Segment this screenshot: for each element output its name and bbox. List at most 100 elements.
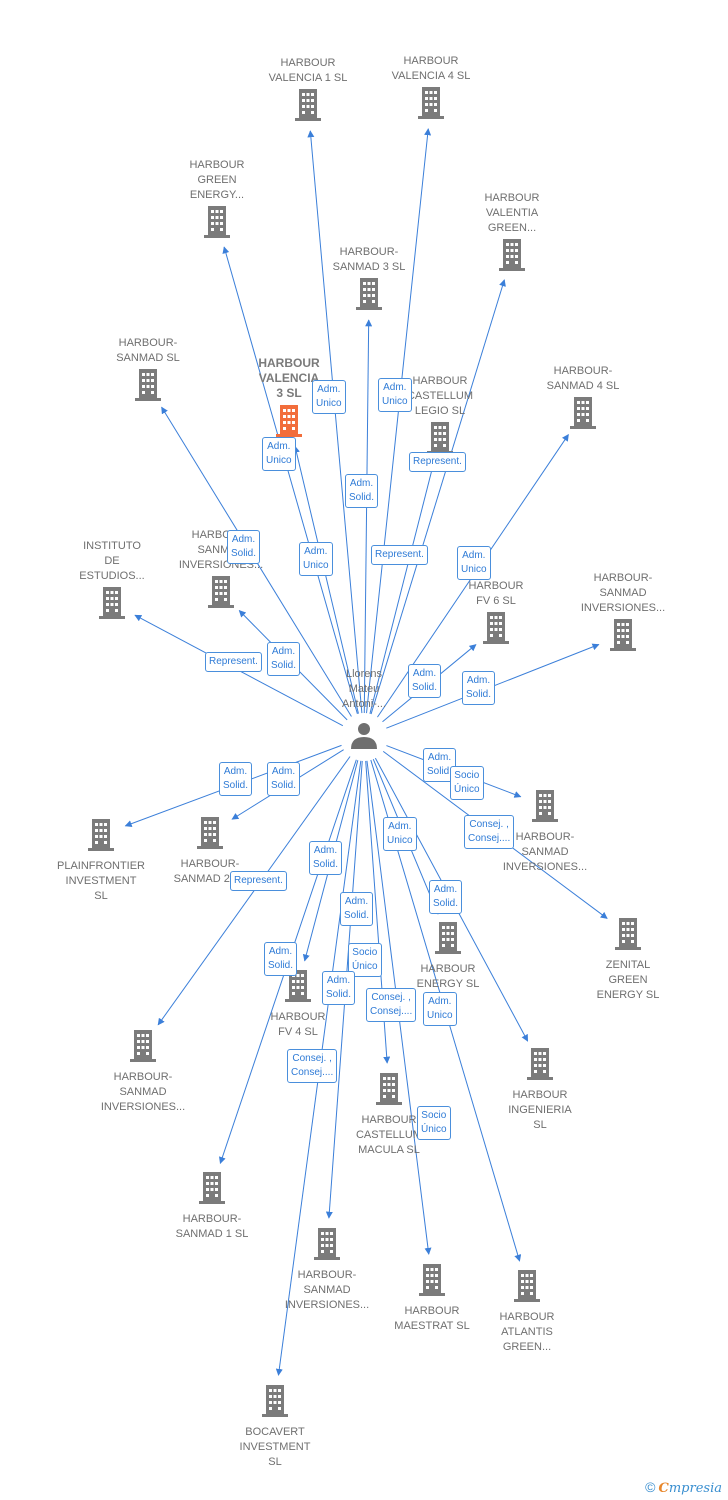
node-label: HARBOUR (512, 1089, 567, 1101)
role-label-castellum_legio[interactable]: Represent. (409, 452, 466, 472)
role-label-green_energy[interactable]: Adm. Unico (299, 542, 333, 576)
edge-sanmad3 (363, 319, 373, 714)
node-label: VALENCIA (259, 371, 320, 385)
role-label-plainfrontier[interactable]: Adm. Solid. (219, 762, 253, 796)
node-instituto[interactable]: INSTITUTODEESTUDIOS... (79, 540, 145, 619)
center-person-label: Mateu (349, 683, 380, 695)
role-label-sanmad1[interactable]: Adm. Solid. (264, 942, 298, 976)
center-person-label: Antoni-... (342, 698, 386, 710)
node-sanmad_inv_c[interactable]: HARBOUR-SANMADINVERSIONES... (503, 790, 587, 873)
role-label-sanmad_inv_b[interactable]: Adm. Solid. (462, 671, 496, 705)
node-green_energy[interactable]: HARBOURGREENENERGY... (189, 159, 245, 238)
building-icon (88, 819, 114, 851)
role-label-bocavert[interactable]: Consej. , Consej.... (287, 1049, 338, 1083)
role-label-atlantis[interactable]: Adm. Unico (423, 992, 457, 1026)
center-person[interactable]: LlorensMateuAntoni-... (342, 668, 386, 749)
building-icon (208, 576, 234, 608)
role-label-sanmad4[interactable]: Adm. Unico (457, 546, 491, 580)
building-icon (356, 278, 382, 310)
building-icon (435, 922, 461, 954)
node-label: INVESTMENT (240, 1441, 311, 1453)
role-label-sanmad_inv_c[interactable]: Adm. Solid. (340, 892, 374, 926)
node-label: HARBOUR- (114, 1071, 173, 1083)
node-atlantis[interactable]: HARBOUR ATLANTIS GREEN... (499, 1270, 555, 1353)
copyright-icon: © (645, 1479, 656, 1495)
node-sanmad1[interactable]: HARBOUR-SANMAD 1 SL (176, 1172, 249, 1240)
node-label: HARBOUR (420, 963, 475, 975)
node-energy[interactable]: HARBOUR ENERGY SL (417, 922, 480, 990)
brand-name: mpresia (668, 1481, 722, 1496)
node-sanmad[interactable]: HARBOUR-SANMAD SL (116, 337, 180, 401)
node-label: SANMAD 2 SL (174, 873, 247, 885)
center-person-label: Llorens (346, 668, 383, 680)
role-label-energy[interactable]: Adm. Solid. (429, 880, 463, 914)
role-label-valencia3[interactable]: Adm. Unico (262, 437, 296, 471)
node-valentia[interactable]: HARBOURVALENTIAGREEN... (484, 192, 540, 271)
brand-e: C (658, 1481, 669, 1496)
node-sanmad_inv_d[interactable]: HARBOUR-SANMADINVERSIONES... (101, 1030, 185, 1113)
node-label: VALENTIA (486, 207, 539, 219)
role-label-instituto[interactable]: Represent. (205, 652, 262, 672)
node-label: DE (104, 555, 119, 567)
node-label: PLAINFRONTIER (57, 860, 145, 872)
role-label-sanmad[interactable]: Adm. Solid. (227, 530, 261, 564)
edge-green_energy (222, 246, 358, 715)
node-label: FV 4 SL (278, 1026, 318, 1038)
edge-valentia (370, 279, 506, 715)
node-label: HARBOUR (404, 1305, 459, 1317)
role-label-maestrat[interactable]: Consej. , Consej.... (366, 988, 417, 1022)
node-sanmad2[interactable]: HARBOUR-SANMAD 2 SL (174, 817, 247, 885)
building-icon (532, 790, 558, 822)
role-label-sanmad_inv_a[interactable]: Adm. Solid. (267, 642, 301, 676)
role-label-valencia4[interactable]: Adm. Unico (378, 378, 412, 412)
role-label-sanmad3[interactable]: Adm. Solid. (345, 474, 379, 508)
role-label-maestrat[interactable]: Socio Único (417, 1106, 451, 1140)
building-icon (418, 87, 444, 119)
role-label-valentia[interactable]: Represent. (371, 545, 428, 565)
node-label: HARBOUR (499, 1311, 554, 1323)
role-label-fv6[interactable]: Adm. Solid. (408, 664, 442, 698)
role-label-valencia1[interactable]: Adm. Unico (312, 380, 346, 414)
node-label: GREEN... (503, 1341, 551, 1353)
role-label-castellum_macula[interactable]: Represent. (230, 871, 287, 891)
edge-castellum_legio (369, 462, 436, 714)
building-icon (615, 918, 641, 950)
node-sanmad3[interactable]: HARBOUR-SANMAD 3 SL (333, 246, 406, 310)
role-label-zenital[interactable]: Consej. , Consej.... (464, 815, 515, 849)
role-label-ingenieria[interactable]: Adm. Unico (383, 817, 417, 851)
node-label: INVERSIONES... (285, 1299, 369, 1311)
node-label: GREEN (608, 974, 647, 986)
node-sanmad_inv_b[interactable]: HARBOUR-SANMADINVERSIONES... (581, 572, 665, 651)
node-label: HARBOUR (361, 1114, 416, 1126)
node-sanmad_inv_e[interactable]: HARBOUR-SANMADINVERSIONES... (285, 1228, 369, 1311)
node-label: SANMAD (303, 1284, 350, 1296)
edge-valencia3 (293, 445, 359, 714)
role-label-fv4[interactable]: Adm. Solid. (309, 841, 343, 875)
role-label-zenital[interactable]: Socio Único (450, 766, 484, 800)
node-label: ENERGY SL (417, 978, 480, 990)
role-label-sanmad_inv_e[interactable]: Adm. Solid. (322, 971, 356, 1005)
building-icon (483, 612, 509, 644)
node-label: ATLANTIS (501, 1326, 553, 1338)
node-label: SANMAD (599, 587, 646, 599)
edges (124, 128, 608, 1376)
node-label: GREEN... (488, 222, 536, 234)
node-label: ENERGY SL (597, 989, 660, 1001)
node-sanmad4[interactable]: HARBOUR-SANMAD 4 SL (547, 365, 620, 429)
role-label-sanmad2[interactable]: Adm. Solid. (267, 762, 301, 796)
node-label: ESTUDIOS... (79, 570, 144, 582)
node-label: VALENCIA 1 SL (269, 72, 348, 84)
